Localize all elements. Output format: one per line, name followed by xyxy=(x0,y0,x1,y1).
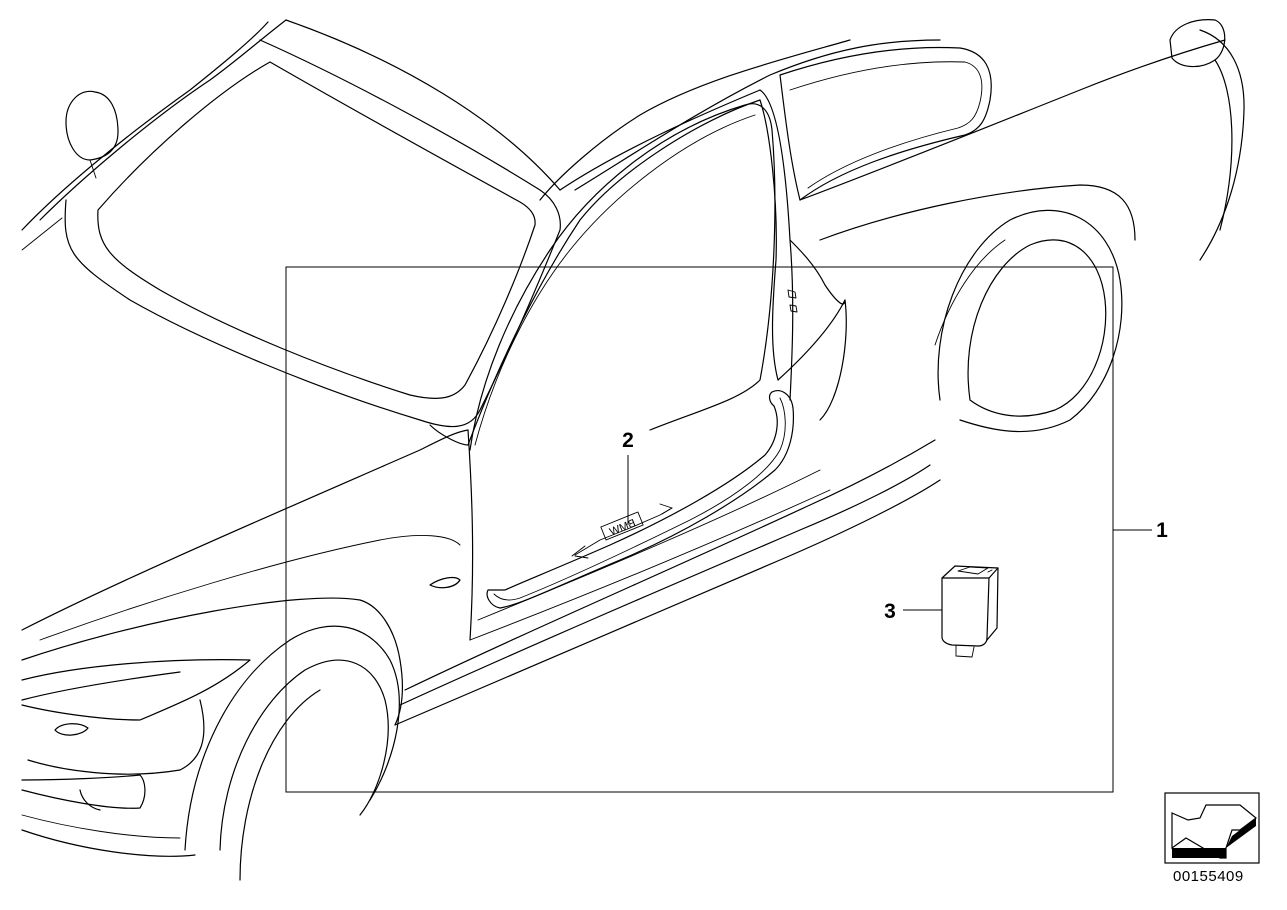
door-sill-strip: BMW xyxy=(486,390,795,609)
car-illustration xyxy=(21,19,1245,881)
control-module xyxy=(941,565,999,658)
callout-2: 2 xyxy=(622,429,634,452)
svg-text:BMW: BMW xyxy=(607,517,637,538)
diagram-number: 00155409 xyxy=(1173,868,1244,885)
callout-1: 1 xyxy=(1156,519,1168,542)
kit-frame xyxy=(285,266,1114,793)
bmw-logo: BMW xyxy=(600,511,644,541)
callout-3: 3 xyxy=(884,600,896,623)
navigation-arrow-icon xyxy=(1164,792,1260,864)
